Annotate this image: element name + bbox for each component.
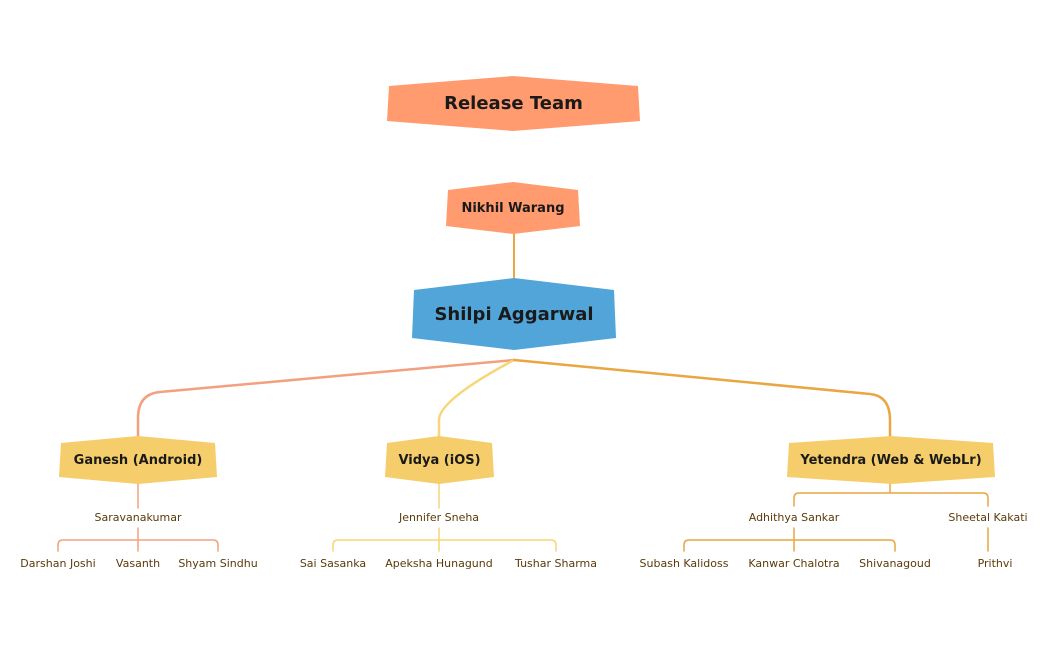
report-label: Tushar Sharma (513, 557, 599, 570)
group-label-ios: Vidya (iOS) (398, 452, 481, 468)
report-label: Apeksha Hunagund (383, 557, 495, 570)
report-label: Sai Sasanka (297, 557, 369, 570)
lead-node: Shilpi Aggarwal (411, 278, 617, 350)
connector-web-members (793, 483, 989, 507)
group-label-web: Yetendra (Web & WebLr) (800, 452, 982, 468)
connector-ios-reports (332, 527, 557, 552)
member-label: Adhithya Sankar (746, 511, 842, 524)
title-node: Release Team (386, 76, 641, 131)
group-node-android: Ganesh (Android) (58, 436, 218, 484)
connector-lead-android (136, 358, 516, 442)
member-label: Sheetal Kakati (946, 511, 1030, 524)
connector-lead-ios (437, 358, 516, 442)
member-label: Saravanakumar (92, 511, 184, 524)
connector-web-adhithya-reports (683, 527, 896, 552)
group-node-ios: Vidya (iOS) (384, 436, 495, 484)
member-label: Jennifer Sneha (396, 511, 482, 524)
report-label: Darshan Joshi (18, 557, 98, 570)
group-label-android: Ganesh (Android) (73, 452, 203, 468)
report-label: Vasanth (113, 557, 163, 570)
title-label: Release Team (444, 93, 583, 114)
report-label: Subash Kalidoss (637, 557, 731, 570)
report-label: Shyam Sindhu (176, 557, 260, 570)
connector-android-reports (57, 527, 219, 552)
manager-label: Nikhil Warang (461, 200, 565, 216)
manager-node: Nikhil Warang (445, 182, 581, 234)
report-label: Shivanagoud (857, 557, 933, 570)
lead-label: Shilpi Aggarwal (434, 303, 594, 325)
connector-lead-web (512, 358, 892, 442)
group-node-web: Yetendra (Web & WebLr) (786, 436, 996, 484)
report-label: Prithvi (975, 557, 1015, 570)
report-label: Kanwar Chalotra (746, 557, 842, 570)
